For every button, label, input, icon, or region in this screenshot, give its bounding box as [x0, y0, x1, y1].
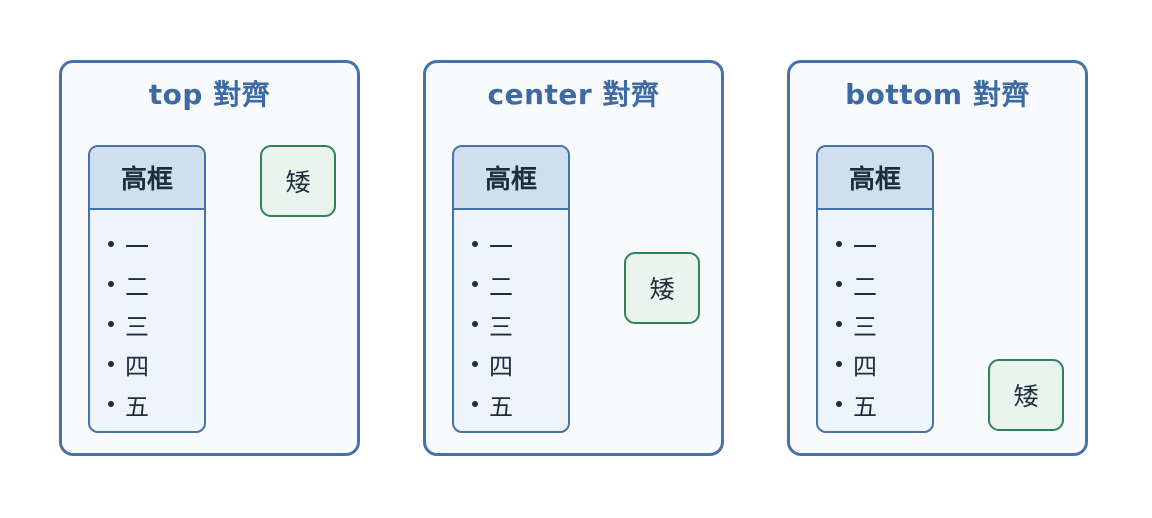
list-item-label: 二 — [125, 272, 149, 301]
bullet-icon — [472, 321, 478, 327]
tall-box: 高框 一 二 三 四 五 — [816, 145, 934, 433]
panel-bottom-align: bottom 對齊 高框 一 二 三 四 五 矮 — [787, 60, 1088, 456]
bullet-icon — [836, 321, 842, 327]
list-item: 二 — [472, 264, 568, 304]
tall-box-header: 高框 — [818, 147, 932, 210]
list-item-label: 一 — [489, 232, 513, 261]
tall-box-header: 高框 — [90, 147, 204, 210]
list-item-label: 四 — [853, 352, 877, 381]
bullet-icon — [108, 281, 114, 287]
list-item-label: 一 — [125, 232, 149, 261]
bullet-icon — [108, 361, 114, 367]
short-box: 矮 — [988, 359, 1064, 431]
tall-box: 高框 一 二 三 四 五 — [88, 145, 206, 433]
tall-box-list: 一 二 三 四 五 — [818, 210, 932, 424]
tall-box-header: 高框 — [454, 147, 568, 210]
bullet-icon — [108, 321, 114, 327]
list-item-label: 一 — [853, 232, 877, 261]
bullet-icon — [108, 401, 114, 407]
panel-title: bottom 對齊 — [845, 78, 1030, 111]
list-item: 一 — [108, 224, 204, 264]
bullet-icon — [836, 361, 842, 367]
list-item: 一 — [836, 224, 932, 264]
bullet-icon — [836, 401, 842, 407]
list-item: 四 — [108, 344, 204, 384]
list-item: 二 — [836, 264, 932, 304]
panel-center-align: center 對齊 高框 一 二 三 四 五 矮 — [423, 60, 724, 456]
list-item-label: 四 — [489, 352, 513, 381]
list-item-label: 三 — [489, 312, 513, 341]
short-box: 矮 — [260, 145, 336, 217]
panel-top-align: top 對齊 高框 一 二 三 四 五 矮 — [59, 60, 360, 456]
panel-title: center 對齊 — [487, 78, 660, 111]
short-box: 矮 — [624, 252, 700, 324]
bullet-icon — [836, 281, 842, 287]
list-item: 五 — [108, 384, 204, 424]
list-item-label: 二 — [853, 272, 877, 301]
bullet-icon — [472, 401, 478, 407]
tall-box-list: 一 二 三 四 五 — [454, 210, 568, 424]
list-item: 一 — [472, 224, 568, 264]
bullet-icon — [108, 241, 114, 247]
list-item-label: 四 — [125, 352, 149, 381]
bullet-icon — [472, 361, 478, 367]
panel-title: top 對齊 — [148, 78, 271, 111]
list-item: 五 — [836, 384, 932, 424]
list-item: 四 — [836, 344, 932, 384]
list-item-label: 五 — [853, 392, 877, 421]
list-item: 三 — [108, 304, 204, 344]
list-item-label: 五 — [125, 392, 149, 421]
bullet-icon — [472, 281, 478, 287]
list-item-label: 三 — [853, 312, 877, 341]
list-item-label: 二 — [489, 272, 513, 301]
list-item: 二 — [108, 264, 204, 304]
list-item: 三 — [836, 304, 932, 344]
list-item-label: 五 — [489, 392, 513, 421]
bullet-icon — [836, 241, 842, 247]
tall-box: 高框 一 二 三 四 五 — [452, 145, 570, 433]
list-item-label: 三 — [125, 312, 149, 341]
list-item: 五 — [472, 384, 568, 424]
tall-box-list: 一 二 三 四 五 — [90, 210, 204, 424]
list-item: 三 — [472, 304, 568, 344]
bullet-icon — [472, 241, 478, 247]
list-item: 四 — [472, 344, 568, 384]
